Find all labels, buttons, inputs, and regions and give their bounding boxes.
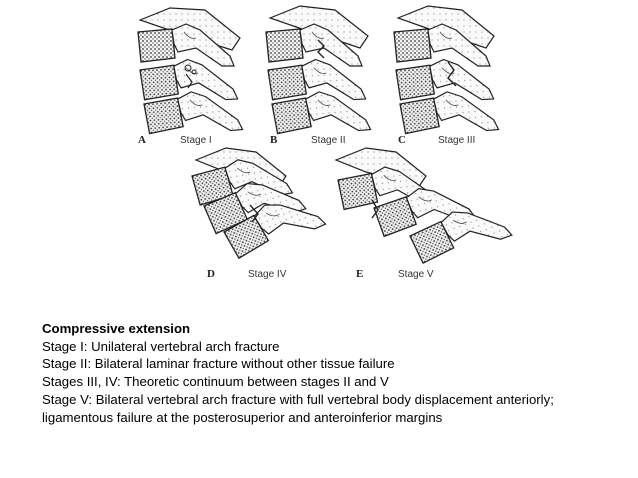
panel-e-drawing: [334, 147, 513, 269]
panel-b-drawing: [265, 5, 372, 139]
panel-c-stage-label: Stage III: [438, 135, 476, 146]
panel-c-drawing: [393, 5, 500, 139]
figure-caption: Compressive extension Stage I: Unilatera…: [42, 320, 632, 426]
caption-line-stage-1: Stage I: Unilateral vertebral arch fract…: [42, 338, 280, 354]
panel-e-letter: E: [356, 268, 364, 280]
panel-e-stage-label: Stage V: [398, 269, 434, 280]
caption-heading: Compressive extension: [42, 321, 191, 336]
caption-line-stage-5: Stage V: Bilateral vertebral arch fractu…: [42, 391, 554, 407]
panel-d-letter: D: [207, 268, 215, 280]
panel-d-drawing: [189, 147, 327, 264]
panel-a-letter: A: [138, 134, 146, 146]
caption-line-stage-2: Stage II: Bilateral laminar fracture wit…: [42, 356, 395, 372]
panel-c-letter: C: [398, 134, 406, 146]
panel-d-stage-label: Stage IV: [248, 269, 287, 280]
panel-a-stage-label: Stage I: [180, 135, 212, 146]
vertebra-stages-figure: A Stage I B Stage II C Stage III D Stage…: [137, 5, 513, 280]
vertebra-illustrations: [137, 5, 513, 269]
caption-line-stage-5-cont: ligamentous failure at the posterosuperi…: [42, 409, 443, 425]
panel-b-stage-label: Stage II: [311, 135, 346, 146]
panel-a-drawing: [137, 7, 244, 139]
caption-line-stages-3-4: Stages III, IV: Theoretic continuum betw…: [42, 374, 389, 390]
panel-b-letter: B: [270, 134, 278, 146]
